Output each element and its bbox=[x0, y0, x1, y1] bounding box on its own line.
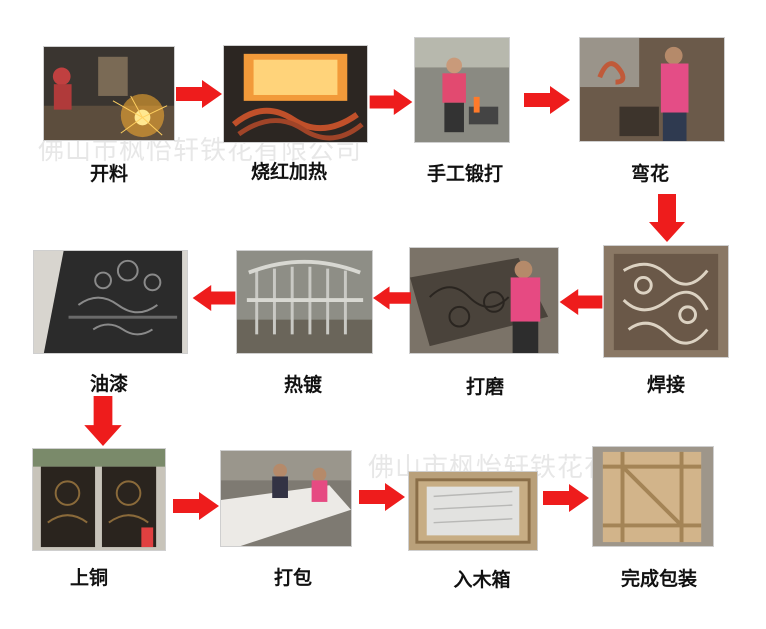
step-label-packed: 完成包装 bbox=[620, 568, 697, 590]
arrow-down-icon bbox=[649, 194, 685, 242]
step-label-galvanizing: 热镀 bbox=[283, 374, 322, 396]
arrow-right-icon bbox=[176, 80, 222, 108]
step-photo-packed bbox=[592, 446, 714, 547]
step-label-painting: 油漆 bbox=[89, 373, 128, 395]
arrow-right-icon bbox=[172, 492, 220, 520]
step-photo-crating bbox=[408, 471, 538, 551]
step-photo-bronzing bbox=[32, 448, 166, 551]
arrow-right-icon bbox=[522, 86, 572, 114]
step-label-forging: 手工锻打 bbox=[426, 163, 503, 185]
step-photo-bending bbox=[579, 37, 725, 142]
step-label-crating: 入木箱 bbox=[453, 569, 511, 591]
step-label-bronzing: 上铜 bbox=[69, 567, 108, 589]
arrow-left-icon bbox=[559, 289, 603, 315]
arrow-right-icon bbox=[540, 484, 592, 512]
arrow-down-icon bbox=[84, 396, 122, 446]
step-label-bending: 弯花 bbox=[630, 163, 669, 185]
step-photo-heating bbox=[223, 45, 368, 143]
step-label-cutting: 开料 bbox=[89, 163, 128, 185]
step-label-heating: 烧红加热 bbox=[250, 161, 327, 183]
step-photo-wrapping bbox=[220, 450, 352, 547]
arrow-right-icon bbox=[369, 89, 413, 115]
step-photo-galvanizing bbox=[236, 250, 373, 354]
step-label-grinding: 打磨 bbox=[465, 376, 504, 398]
step-photo-cutting bbox=[43, 46, 175, 141]
step-label-welding: 焊接 bbox=[646, 374, 685, 396]
arrow-right-icon bbox=[356, 483, 408, 511]
step-photo-welding bbox=[603, 245, 729, 358]
arrow-left-icon bbox=[192, 285, 236, 311]
step-photo-forging bbox=[414, 37, 510, 143]
step-label-wrapping: 打包 bbox=[273, 567, 312, 589]
step-photo-grinding bbox=[409, 247, 559, 354]
step-photo-painting bbox=[33, 250, 188, 354]
arrow-left-icon bbox=[373, 285, 411, 311]
